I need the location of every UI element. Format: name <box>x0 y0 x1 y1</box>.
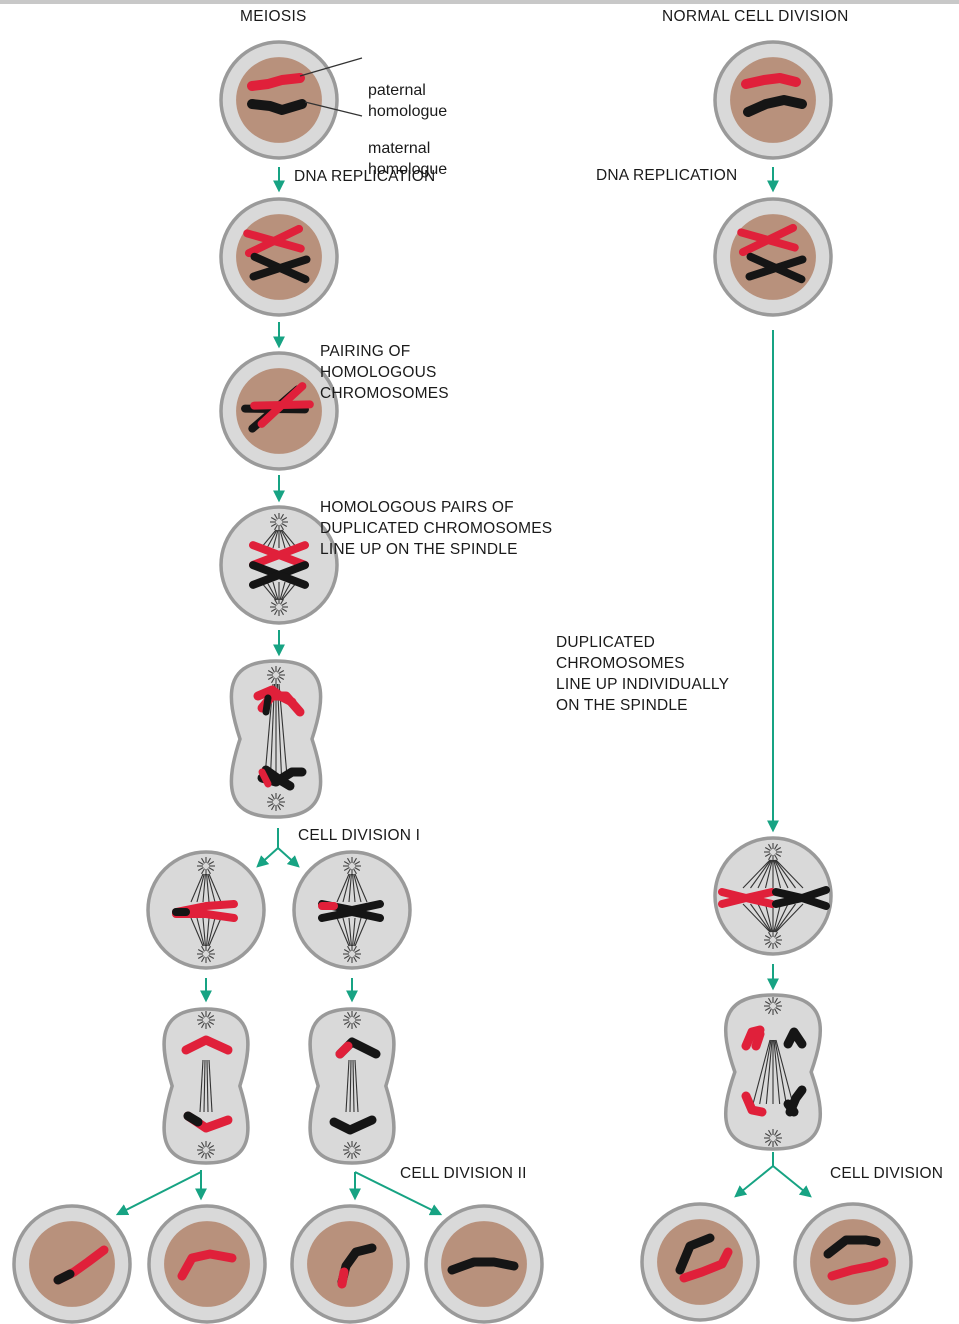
nucleus <box>236 57 322 143</box>
gamete-1 <box>14 1206 130 1322</box>
chromosome <box>746 78 796 84</box>
meiosis-2-left-metaphase-cell <box>148 852 264 968</box>
pairing-label: PAIRING OFHOMOLOGOUSCHROMOSOMES <box>320 299 449 425</box>
homologous-pairs-label: HOMOLOGOUS PAIRS OFDUPLICATED CHROMOSOME… <box>320 455 552 581</box>
chromosome <box>266 698 268 712</box>
meiosis-start-cell <box>221 42 337 158</box>
chromosome <box>342 1272 344 1284</box>
gamete-2 <box>149 1206 265 1322</box>
mitosis-start-cell <box>715 42 831 158</box>
arrow-split-right <box>278 848 298 866</box>
meiosis-header: MEIOSIS <box>240 8 307 26</box>
daughter-cell-left <box>642 1204 758 1320</box>
meiosis-2-right-metaphase-cell <box>294 852 410 968</box>
arrow-daughter-left <box>736 1166 773 1196</box>
normal-cell-division-header: NORMAL CELL DIVISION <box>662 8 849 26</box>
mitosis-replicated-cell <box>715 199 831 315</box>
mitosis-metaphase-cell <box>715 838 831 954</box>
dna-replication-label-left: DNA REPLICATION <box>294 166 435 187</box>
dna-replication-label-right: DNA REPLICATION <box>596 165 737 186</box>
arrow-split-left <box>258 848 278 866</box>
chromosome <box>756 1034 760 1046</box>
cell-membrane <box>164 1009 248 1163</box>
chromosome <box>188 1116 198 1122</box>
nucleus <box>29 1221 115 1307</box>
chromosome <box>252 104 302 110</box>
meiosis-2-right-anaphase-cell <box>310 1009 394 1163</box>
mitosis-anaphase-cell <box>726 995 821 1149</box>
meiosis-2-left-anaphase-cell <box>164 1009 248 1163</box>
gamete-3 <box>292 1206 408 1322</box>
chromosome <box>788 1104 794 1112</box>
arrow-daughter-right <box>773 1166 810 1196</box>
daughter-cell-right <box>795 1204 911 1320</box>
cell-division-1-label: CELL DIVISION I <box>298 825 420 846</box>
chromosome <box>340 1046 348 1054</box>
meiosis-replicated-cell <box>221 199 337 315</box>
cell-division-label: CELL DIVISION <box>830 1163 943 1184</box>
cell-division-2-label: CELL DIVISION II <box>400 1163 527 1184</box>
meiosis-anaphase-1-cell <box>231 661 320 817</box>
nucleus <box>164 1221 250 1307</box>
cell-membrane <box>310 1009 394 1163</box>
chromosome <box>58 1274 70 1280</box>
gamete-4 <box>426 1206 542 1322</box>
duplicated-chromosomes-label: DUPLICATEDCHROMOSOMESLINE UP INDIVIDUALL… <box>556 590 729 737</box>
nucleus <box>657 1219 743 1305</box>
